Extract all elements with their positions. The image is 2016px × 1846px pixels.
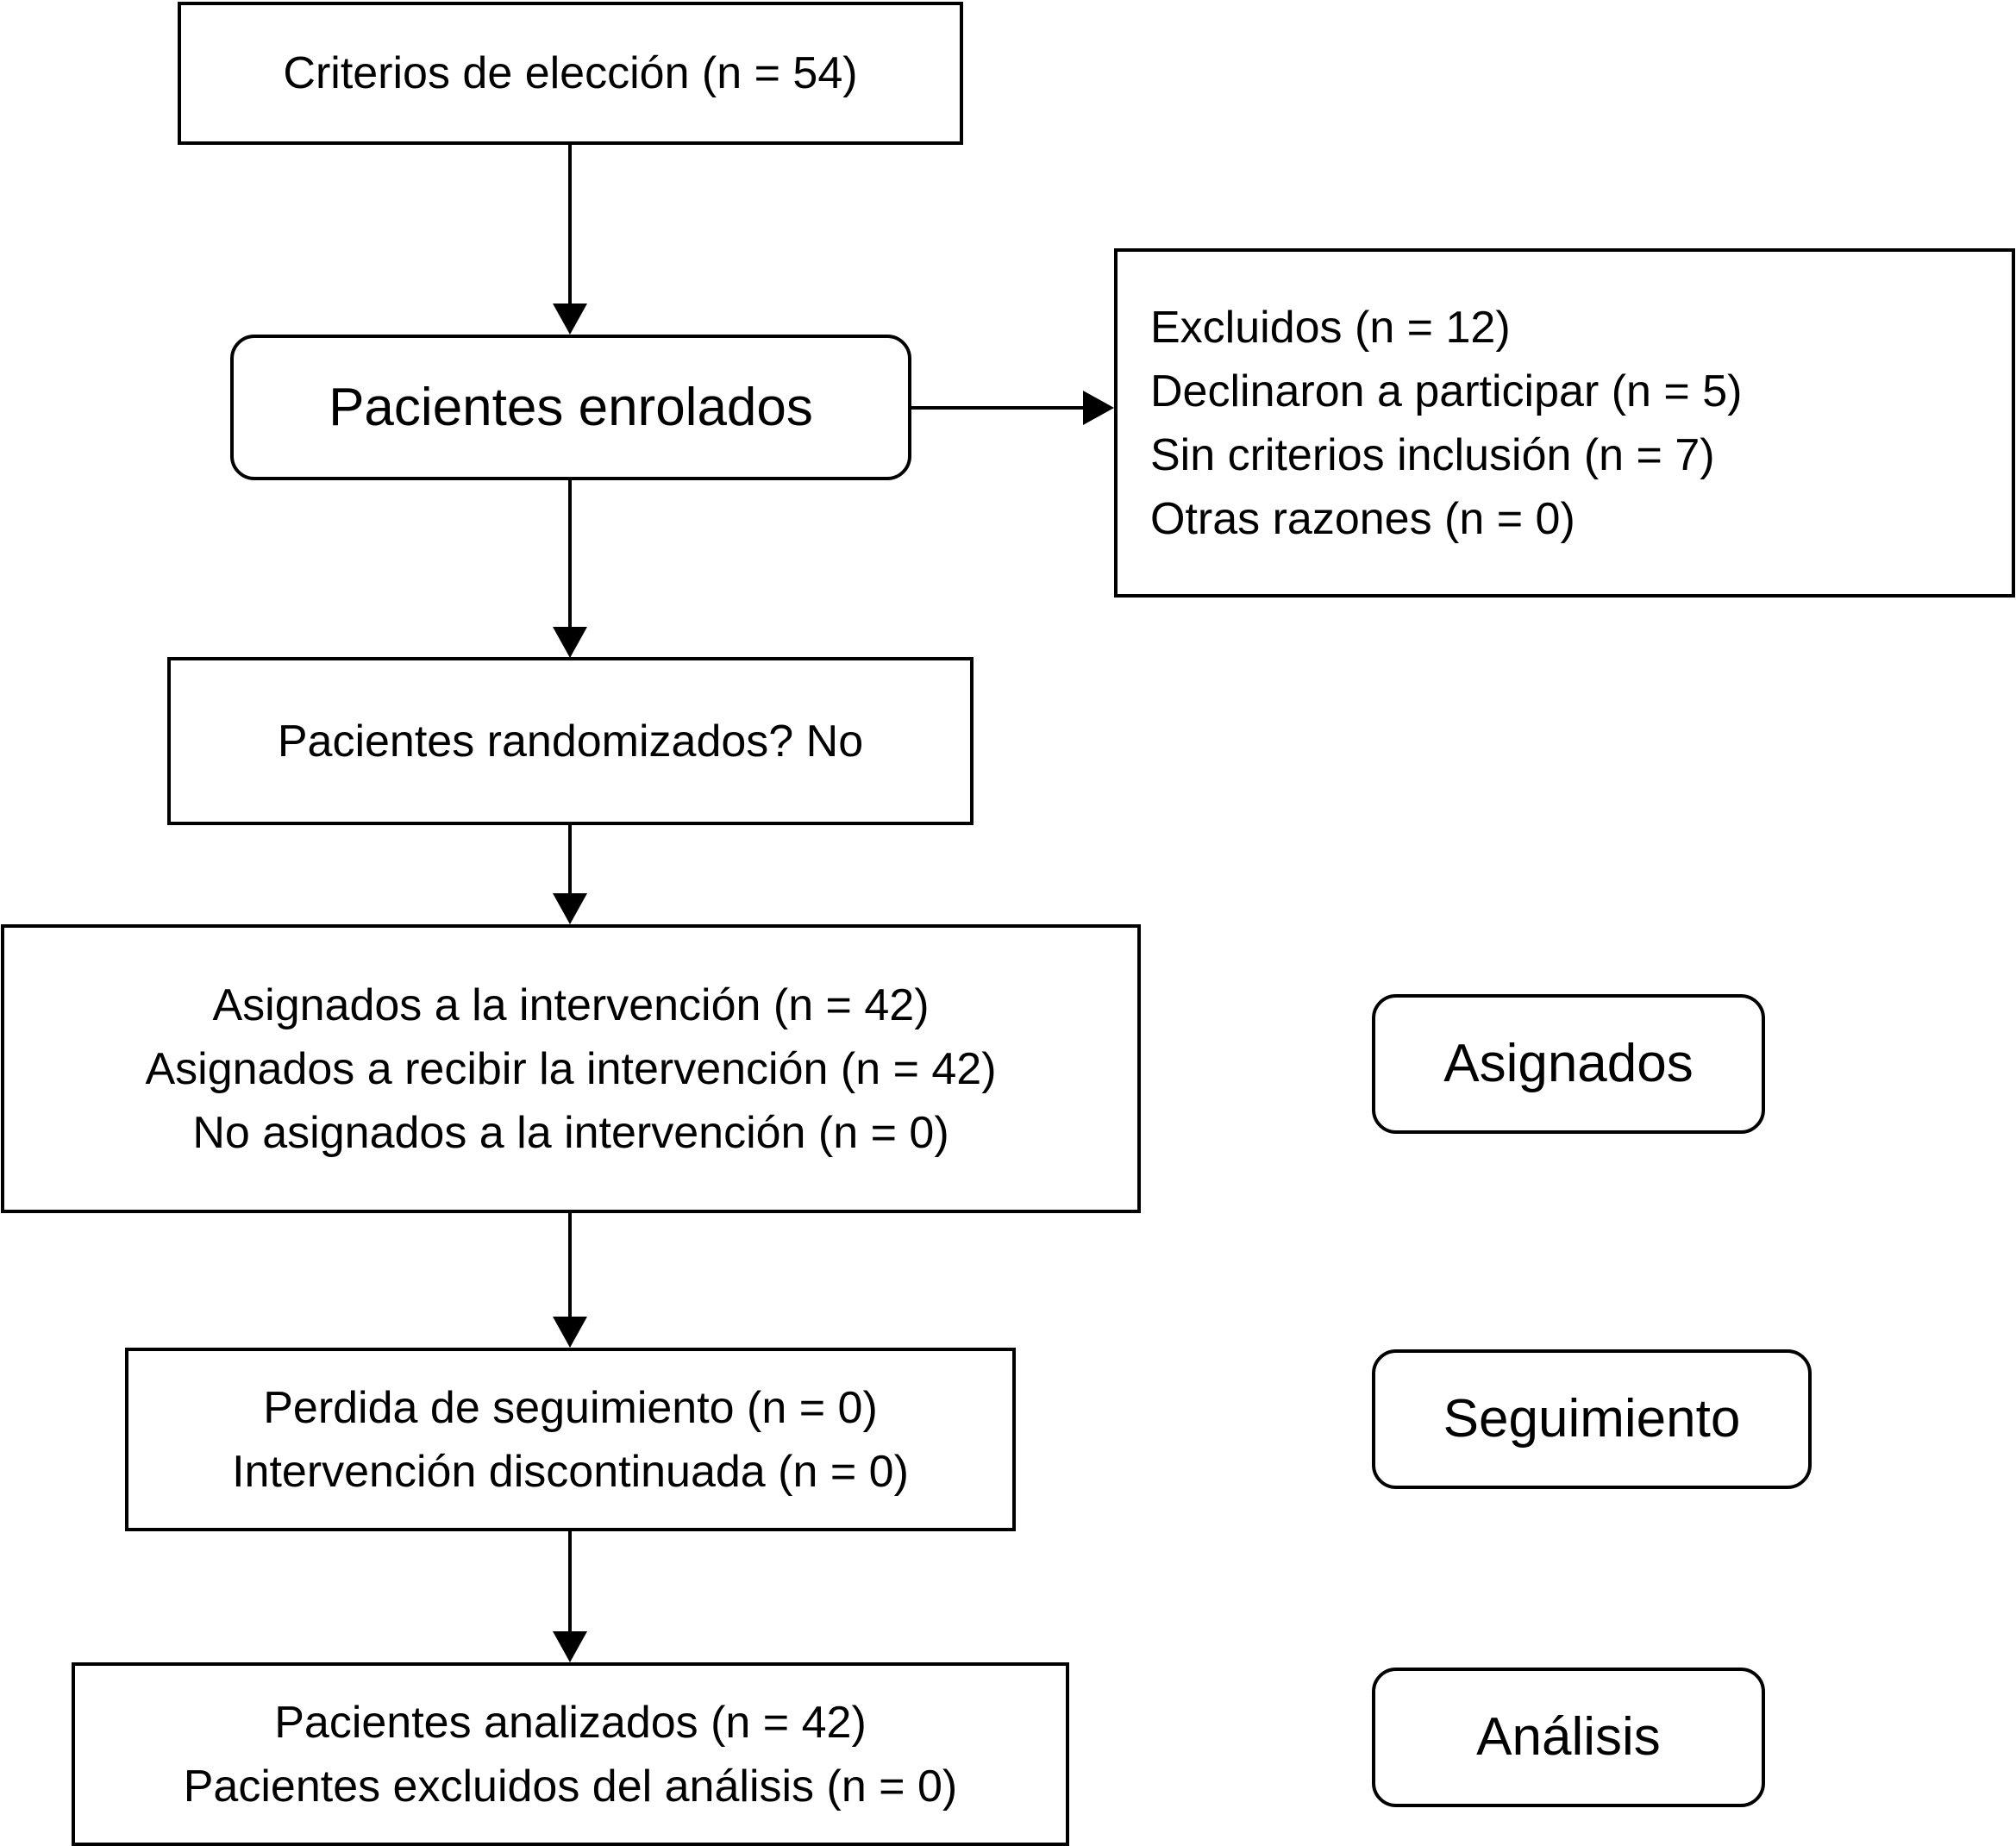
excluded-declined: Declinaron a participar (n = 5) xyxy=(1150,366,1743,416)
arrowhead-allocation-to-followup xyxy=(553,1317,587,1348)
followup-discontinued: Intervención discontinuada (n = 0) xyxy=(232,1446,909,1497)
analysis-analyzed: Pacientes analizados (n = 42) xyxy=(274,1697,867,1748)
stage-label-followup-text: Seguimiento xyxy=(1443,1389,1741,1449)
stage-label-analysis: Análisis xyxy=(1372,1668,1765,1807)
arrowhead-followup-to-analysis xyxy=(553,1631,587,1662)
followup-lost: Perdida de seguimiento (n = 0) xyxy=(263,1382,878,1433)
arrowhead-enrolled-to-excluded xyxy=(1083,391,1114,425)
randomized-text: Pacientes randomizados? No xyxy=(277,716,864,767)
randomized-box: Pacientes randomizados? No xyxy=(167,657,974,825)
stage-label-assigned-text: Asignados xyxy=(1443,1034,1694,1093)
enrolled-box: Pacientes enrolados xyxy=(230,335,911,480)
stage-label-assigned: Asignados xyxy=(1372,994,1765,1134)
arrowhead-enrolled-to-randomized xyxy=(553,627,587,658)
analysis-box: Pacientes analizados (n = 42) Pacientes … xyxy=(72,1662,1069,1846)
stage-label-analysis-text: Análisis xyxy=(1476,1707,1661,1767)
allocation-box: Asignados a la intervención (n = 42) Asi… xyxy=(1,924,1141,1213)
excluded-title: Excluidos (n = 12) xyxy=(1150,302,1511,353)
eligibility-text: Criterios de elección (n = 54) xyxy=(283,48,858,98)
allocation-not-assigned: No asignados a la intervención (n = 0) xyxy=(192,1107,949,1158)
arrowhead-eligibility-to-enrolled xyxy=(553,303,587,335)
arrowhead-randomized-to-allocation xyxy=(553,893,587,924)
excluded-other: Otras razones (n = 0) xyxy=(1150,493,1575,544)
eligibility-box: Criterios de elección (n = 54) xyxy=(178,2,963,145)
allocation-received: Asignados a recibir la intervención (n =… xyxy=(145,1043,997,1094)
analysis-excluded: Pacientes excluidos del análisis (n = 0) xyxy=(183,1761,958,1812)
excluded-no-criteria: Sin criterios inclusión (n = 7) xyxy=(1150,429,1715,480)
excluded-box: Excluidos (n = 12) Declinaron a particip… xyxy=(1114,248,2015,598)
followup-box: Perdida de seguimiento (n = 0) Intervenc… xyxy=(125,1348,1016,1531)
stage-label-followup: Seguimiento xyxy=(1372,1349,1812,1489)
enrolled-text: Pacientes enrolados xyxy=(329,377,813,437)
allocation-assigned: Asignados a la intervención (n = 42) xyxy=(212,979,930,1030)
